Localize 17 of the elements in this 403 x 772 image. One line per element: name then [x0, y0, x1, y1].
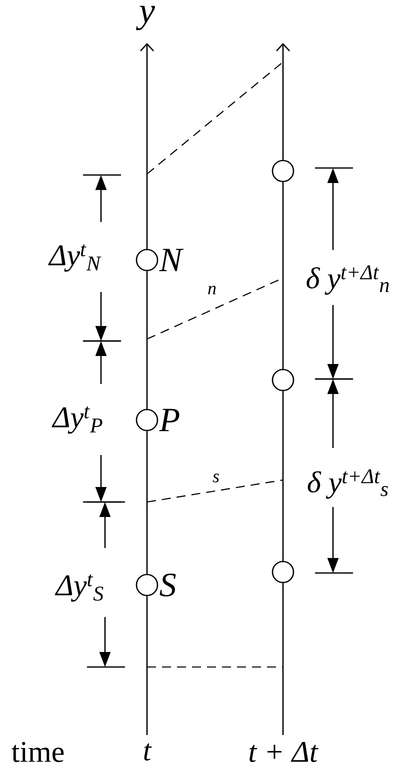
- grid-point: [136, 408, 158, 432]
- grid-point: [272, 560, 294, 584]
- dimension-label: δ y$^{t+Δt}$s: [308, 469, 388, 499]
- point-label: P: [159, 408, 180, 432]
- face-label: s: [212, 474, 219, 482]
- grid-point: [136, 248, 158, 272]
- dimension-label: δ y$^{t+Δt}$n: [306, 265, 389, 295]
- axis-label: t: [144, 743, 152, 761]
- axis-label: t + Δt: [250, 742, 318, 762]
- grid-point: [272, 368, 294, 392]
- point-label: S: [160, 574, 176, 596]
- face-label: n: [208, 286, 216, 294]
- axis-label: y: [136, 6, 155, 30]
- axis-label: time: [12, 742, 64, 762]
- grid-point: [272, 160, 294, 182]
- grid-point: [136, 574, 158, 596]
- point-label: N: [159, 248, 184, 272]
